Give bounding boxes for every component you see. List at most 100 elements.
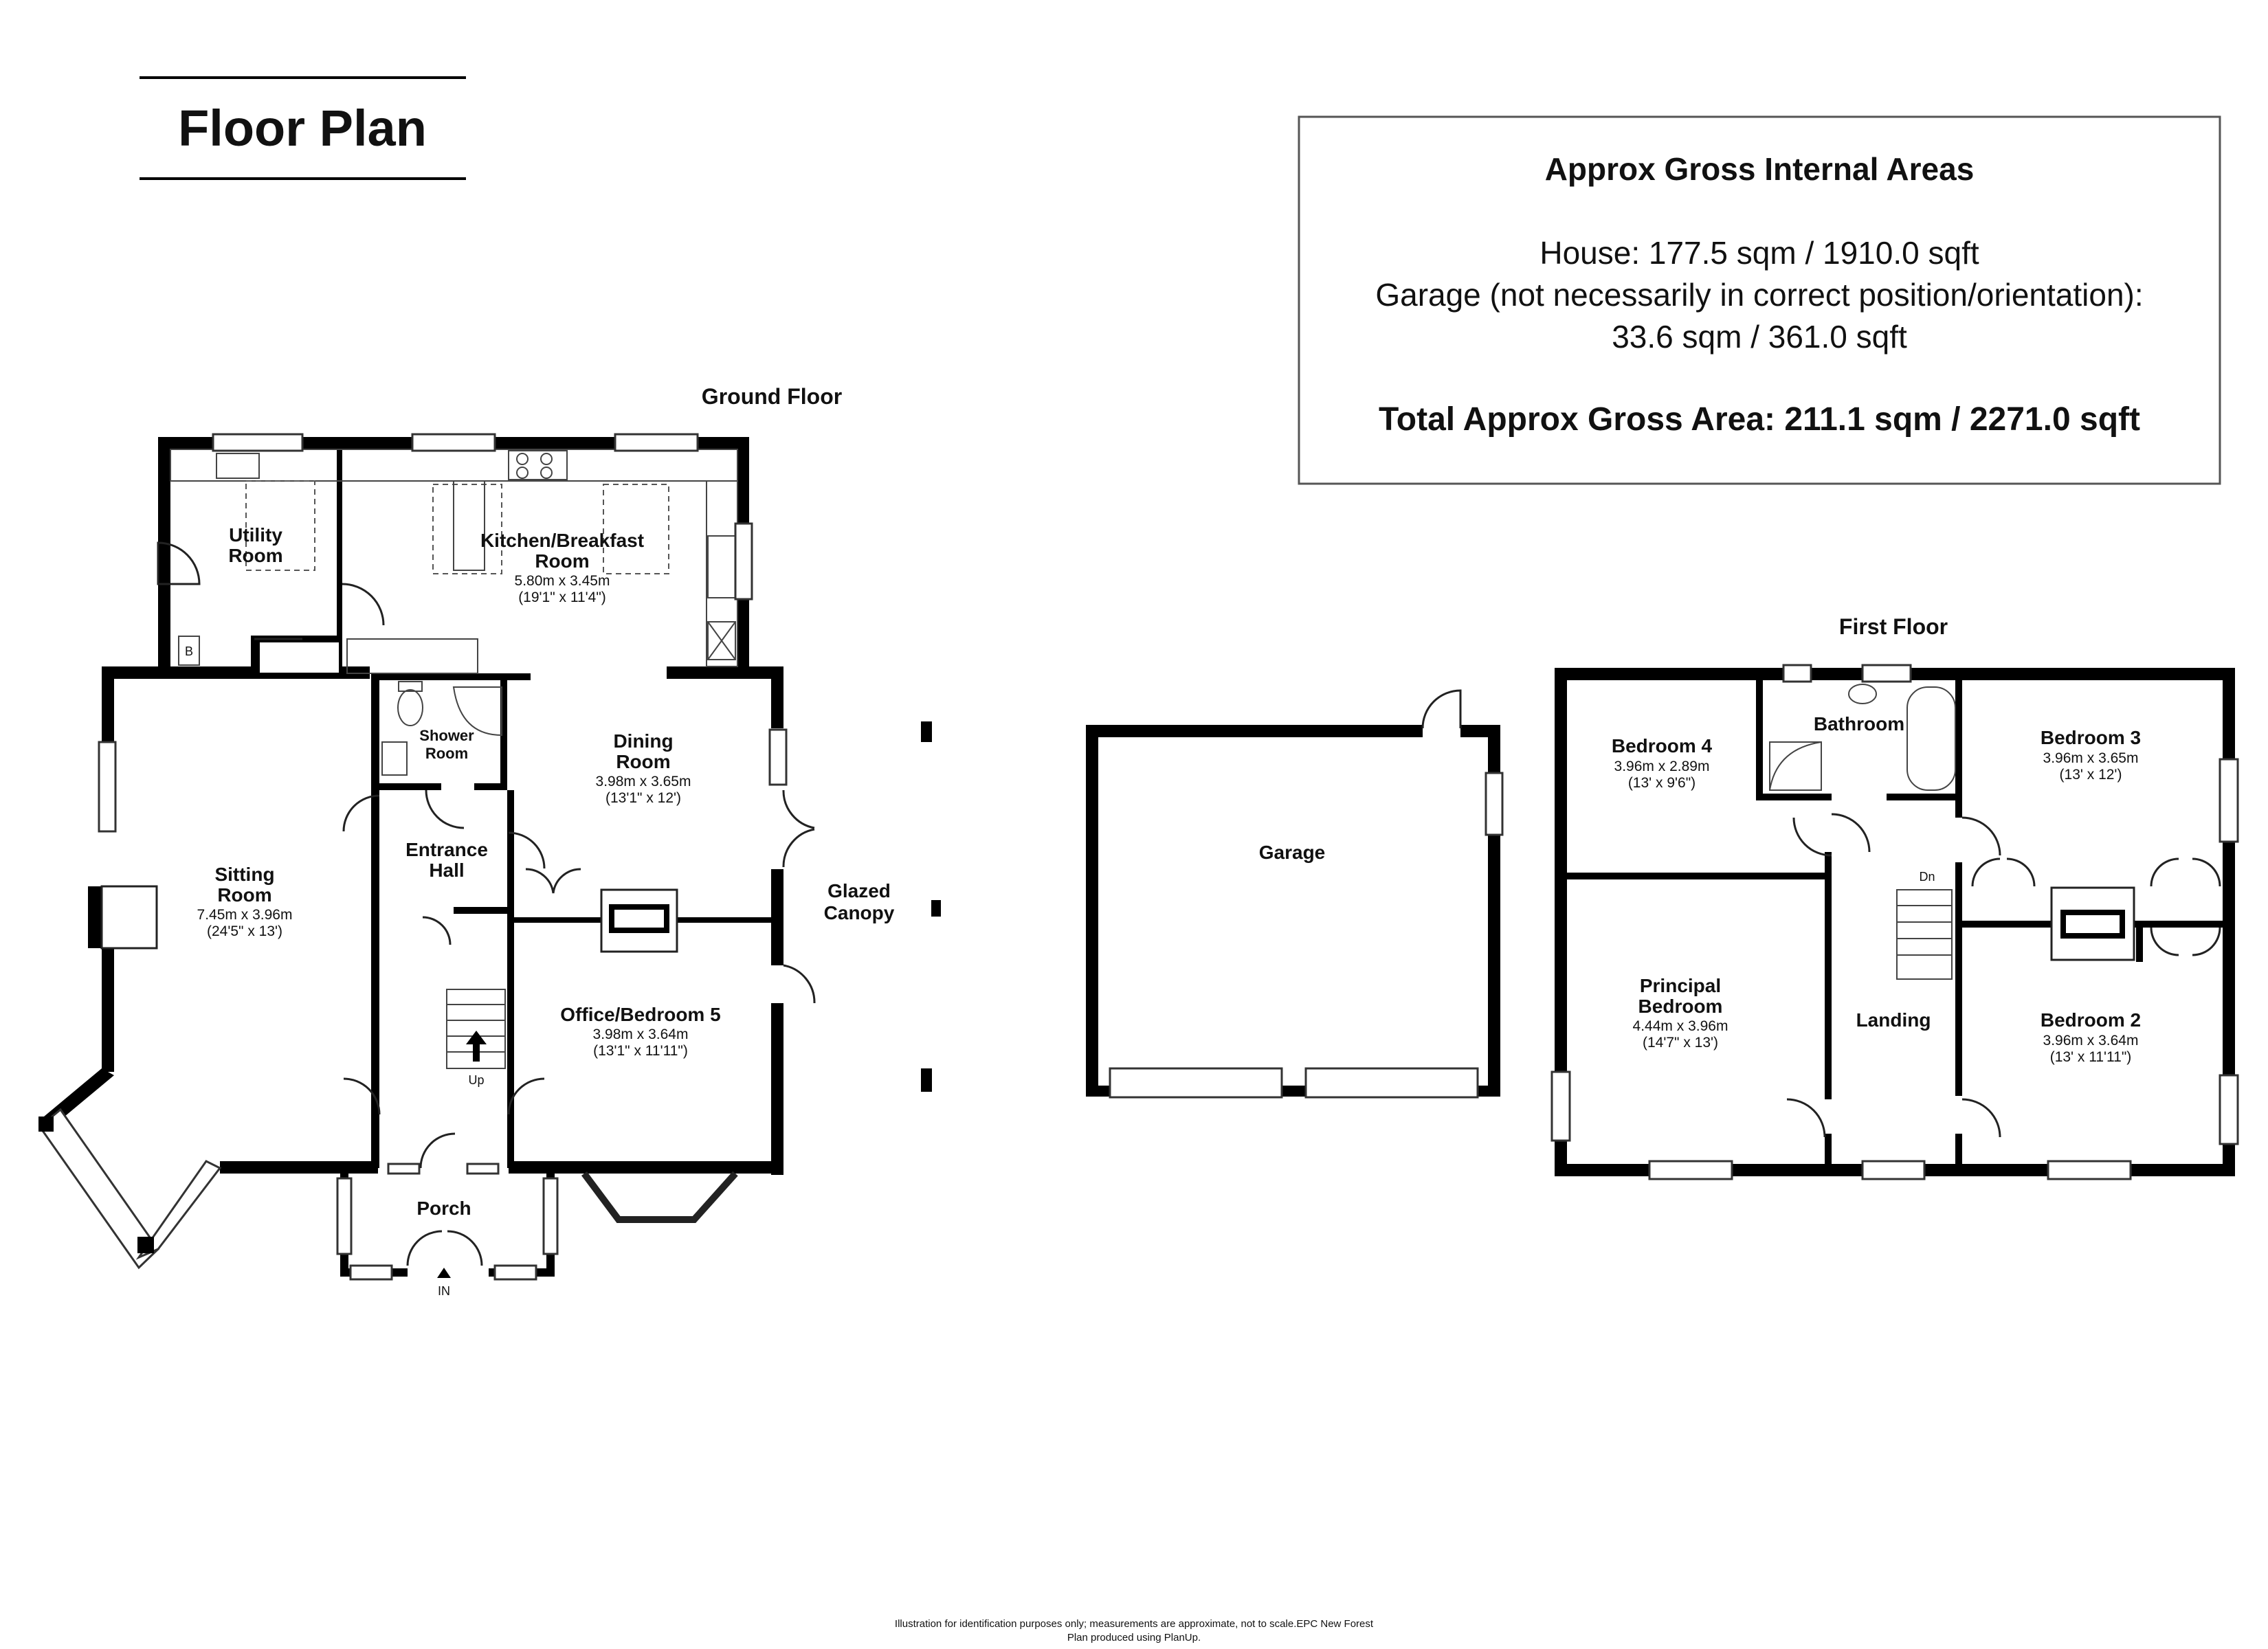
window [614, 433, 699, 452]
room-bedroom3-dim-ft: (13' x 12') [2060, 767, 2122, 783]
door-swing [343, 1077, 381, 1115]
wall [1555, 668, 1567, 1176]
window [411, 433, 496, 452]
stair-flight [1896, 889, 1953, 980]
entrance-arrow-icon [437, 1268, 451, 1278]
room-bedroom3: Bedroom 3 [2041, 727, 2141, 748]
toilet-icon [397, 689, 423, 726]
wall [2136, 921, 2143, 962]
room-principal-dim-m: 4.44m x 3.96m [1633, 1018, 1728, 1034]
room-bedroom2-dim-m: 3.96m x 3.64m [2043, 1033, 2139, 1048]
door-swing [1961, 816, 2001, 856]
room-hall-line1: Entrance [405, 839, 488, 860]
wardrobe-doors [1971, 857, 2036, 887]
room-office-dim-m: 3.98m x 3.64m [593, 1027, 689, 1042]
room-kitchen-line2: Room [535, 550, 589, 572]
bay-corner [38, 1117, 54, 1132]
wardrobe-doors [2150, 857, 2221, 887]
title-block: Floor Plan [140, 76, 466, 180]
window [349, 1264, 393, 1281]
area-box-frame [1298, 115, 2221, 485]
area-garage-line1: Garage (not necessarily in correct posit… [1375, 277, 2143, 313]
door-swing [1792, 817, 1832, 857]
window [1861, 1160, 1926, 1180]
room-sitting-dim-ft: (24'5" x 13') [207, 923, 282, 939]
room-bedroom2: Bedroom 2 [2041, 1009, 2141, 1031]
hob-ring-icon [540, 453, 553, 465]
basin-icon [381, 741, 408, 776]
cupboard-doors [525, 868, 581, 894]
room-kitchen-dim-ft: (19'1" x 11'4") [518, 590, 606, 605]
wall [1756, 680, 1763, 800]
sink-icon [216, 453, 260, 479]
bay-corner [137, 1237, 154, 1253]
window [1648, 1160, 1733, 1180]
boiler-icon [178, 636, 200, 666]
room-sitting-dim-m: 7.45m x 3.96m [197, 907, 293, 923]
door-swing [1786, 1098, 1826, 1138]
wall [379, 673, 531, 680]
door-swing [342, 794, 380, 832]
wall [1460, 725, 1500, 737]
door-swing [1961, 1098, 2001, 1138]
garage-door-swing [1421, 689, 1462, 729]
garage-door [1304, 1067, 1479, 1099]
front-doors [406, 1230, 483, 1266]
wall [1086, 725, 1098, 1096]
window [387, 1163, 421, 1175]
appliance-outline [432, 484, 502, 574]
hob-ring-icon [516, 453, 529, 465]
room-landing: Landing [1856, 1009, 1931, 1031]
wall [1825, 852, 1832, 1099]
window [2219, 758, 2239, 843]
window [2219, 1074, 2239, 1145]
footer: Illustration for identification purposes… [895, 1618, 1374, 1644]
area-house: House: 177.5 sqm / 1910.0 sqft [1539, 235, 1979, 271]
window [1861, 664, 1912, 683]
room-office: Office/Bedroom 5 [560, 1004, 720, 1025]
room-porch: Porch [416, 1198, 471, 1219]
wall [158, 437, 170, 677]
kitchen-sink-icon [707, 535, 736, 598]
room-utility-line2: Room [228, 545, 282, 566]
canopy-line1: Glazed [827, 880, 891, 901]
wall [102, 948, 114, 1072]
room-utility-line1: Utility [229, 524, 282, 546]
french-door-swing [782, 789, 815, 868]
room-dining-dim-ft: (13'1" x 12') [605, 790, 681, 806]
window [1485, 772, 1504, 836]
door-swing [422, 916, 452, 945]
window [212, 433, 304, 452]
porch-door-gap [408, 1264, 489, 1278]
window [2047, 1160, 2132, 1180]
wall [220, 1161, 378, 1174]
wall [337, 437, 342, 674]
room-bedroom4-dim-ft: (13' x 9'6") [1628, 775, 1696, 791]
canopy-line2: Canopy [824, 902, 895, 923]
room-principal-line1: Principal [1640, 975, 1721, 996]
footer-credit: Plan produced using PlanUp. [1067, 1632, 1201, 1644]
canopy-post [931, 900, 941, 917]
office-bay-wall [581, 1171, 738, 1223]
first-floor: First Floor Dn [1550, 614, 2239, 1180]
boiler-label: B [185, 644, 193, 658]
wall [1825, 1134, 1832, 1168]
garage-door [1109, 1067, 1283, 1099]
wall [1763, 794, 1832, 800]
room-shower-line1: Shower [419, 727, 474, 744]
room-bedroom3-dim-m: 3.96m x 3.65m [2043, 750, 2139, 766]
toilet-cistern-icon [398, 681, 423, 692]
hob-ring-icon [540, 467, 553, 479]
wall [474, 783, 507, 790]
appliance-outline [245, 480, 315, 571]
dishwasher-cross [707, 621, 736, 660]
door-swing [419, 1132, 456, 1169]
area-heading: Approx Gross Internal Areas [1545, 151, 1975, 187]
door-swing [425, 789, 465, 829]
first-floor-label: First Floor [1839, 614, 1948, 639]
wall [771, 666, 783, 728]
window [336, 1177, 353, 1255]
hob-ring-icon [516, 467, 529, 479]
wall [509, 1161, 783, 1174]
